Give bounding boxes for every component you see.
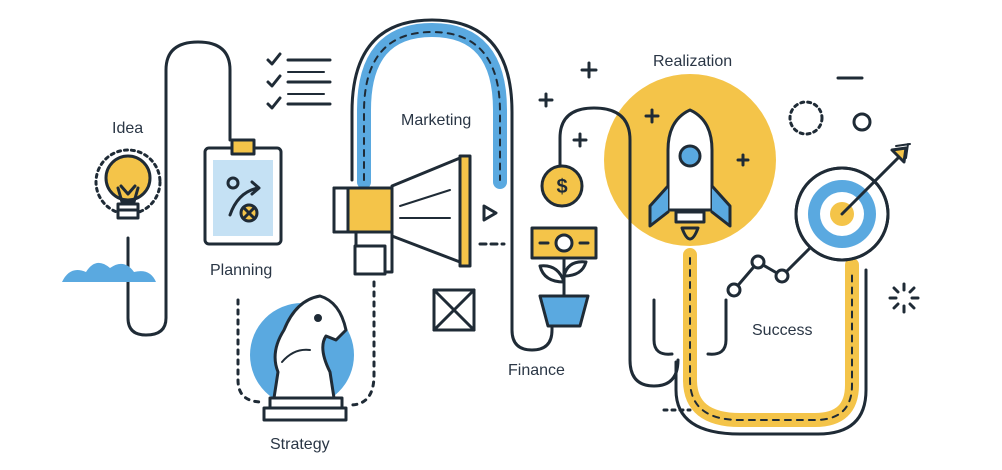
process-path (126, 40, 232, 337)
marketing-arch-blue (357, 23, 507, 189)
plant-pot-icon (538, 256, 590, 328)
process-path-dashed-1 (236, 298, 264, 404)
lightbulb-icon (94, 148, 162, 220)
cloud-icon (62, 262, 156, 282)
banknote-icon (530, 226, 598, 260)
crossed-box-icon (432, 288, 476, 332)
marketing-arch-outline (350, 18, 514, 182)
plus-icon (538, 61, 750, 167)
label-planning: Planning (210, 262, 273, 279)
chess-knight-icon (262, 294, 348, 422)
checklist-icon (266, 52, 332, 110)
arrow-icon (840, 143, 911, 216)
megaphone-icon (332, 154, 472, 276)
growth-chart-icon (726, 246, 812, 298)
ring-icon (852, 112, 872, 132)
finance-path (510, 178, 554, 352)
clipboard-icon (203, 138, 283, 246)
coin-symbol: $ (556, 176, 567, 198)
process-path-dashed-2 (348, 280, 376, 407)
rocket-icon (648, 108, 732, 356)
label-strategy: Strategy (270, 436, 330, 453)
sparkle-icon (888, 282, 920, 314)
label-success: Success (752, 322, 813, 339)
finance-to-realization (558, 106, 680, 388)
dotted-circle-icon (788, 100, 824, 136)
success-track-dash (689, 257, 853, 421)
label-marketing: Marketing (401, 112, 472, 129)
label-idea: Idea (112, 120, 144, 137)
coin-icon (540, 164, 584, 208)
label-realization: Realization (653, 53, 733, 70)
play-arrow-icon (482, 204, 498, 222)
label-finance: Finance (508, 362, 565, 379)
